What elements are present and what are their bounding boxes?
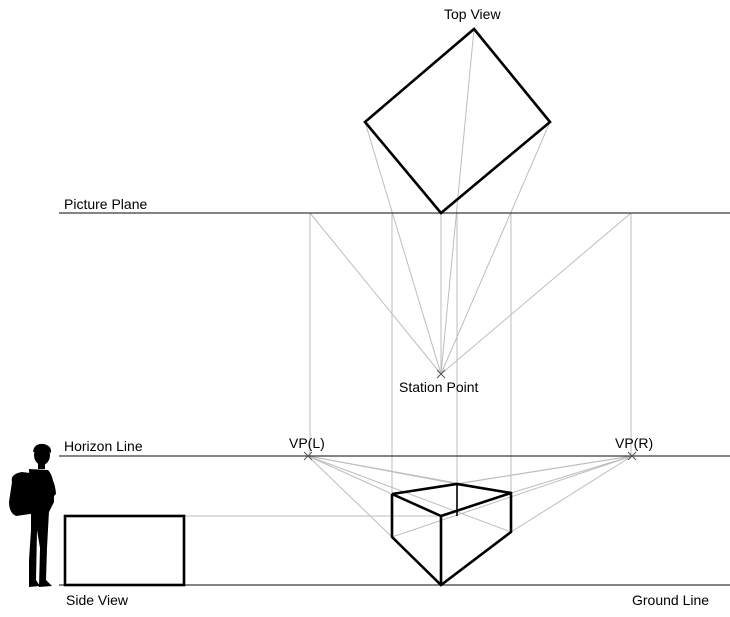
top-view-label: Top View xyxy=(444,6,501,22)
box-top-left-edge xyxy=(391,492,442,518)
vp-right-marker xyxy=(627,451,637,461)
vertical-drop-lines xyxy=(309,213,632,494)
vp-right-label: VP(R) xyxy=(615,435,653,451)
station-point-marker xyxy=(436,369,446,379)
projection-line-top-corner xyxy=(440,28,475,375)
vp-right-construction-line xyxy=(440,212,632,375)
perspective-box xyxy=(390,482,513,587)
projection-line-right-corner xyxy=(440,121,551,375)
vp-left-label: VP(L) xyxy=(289,435,325,451)
vpl-to-box-right-bottom xyxy=(307,455,512,533)
vp-left-marker xyxy=(303,451,313,461)
horizon-line-label: Horizon Line xyxy=(64,438,143,454)
side-view-label: Side View xyxy=(66,592,129,608)
vanishing-point-construction-lines xyxy=(309,212,632,375)
vpl-to-box-left-bottom xyxy=(307,455,393,538)
box-top-right-edge xyxy=(440,491,512,518)
vpl-to-box-left-top xyxy=(307,455,393,495)
vp-left-construction-line xyxy=(309,212,442,375)
side-view-rectangle xyxy=(63,514,186,587)
projection-line-left-corner xyxy=(364,121,442,375)
top-view-square xyxy=(363,27,552,215)
person-silhouette-icon xyxy=(9,443,56,587)
picture-plane-label: Picture Plane xyxy=(64,196,147,212)
vpr-to-box-right-bottom xyxy=(510,455,633,533)
station-point-label: Station Point xyxy=(399,379,478,395)
top-view-projection-lines xyxy=(364,28,551,375)
perspective-lines xyxy=(307,455,633,538)
vpr-to-box-right-top xyxy=(510,455,633,494)
ground-line-label: Ground Line xyxy=(632,592,709,608)
